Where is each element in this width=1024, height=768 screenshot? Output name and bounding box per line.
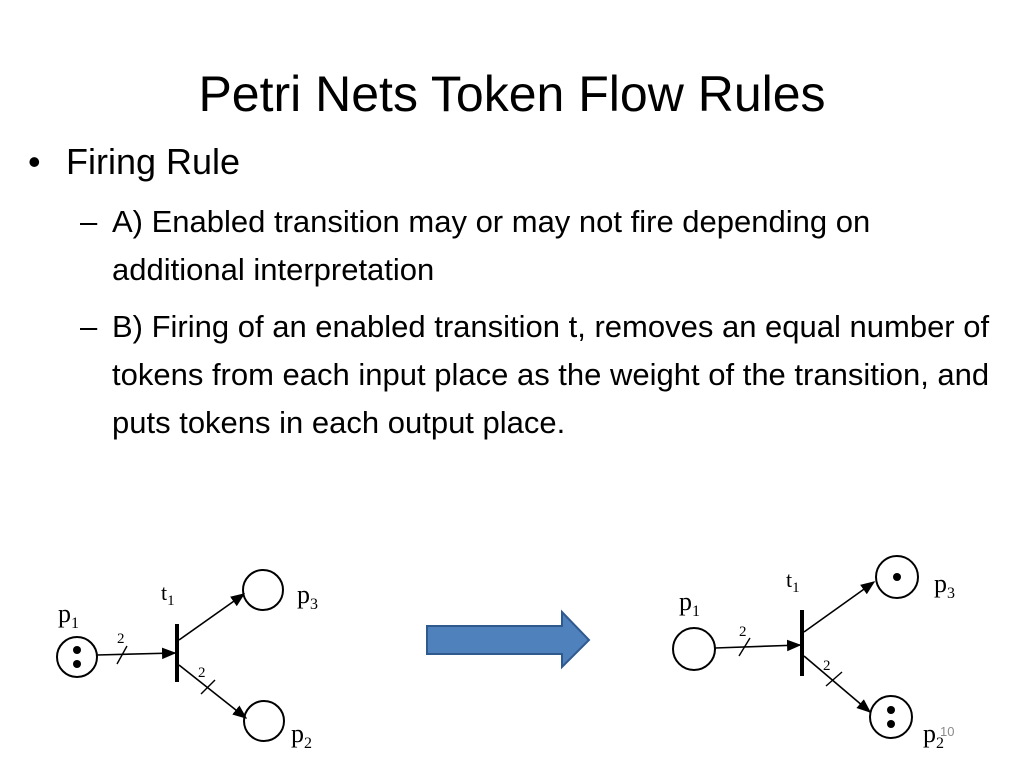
sub-item-b-text: B) Firing of an enabled transition t, re… — [112, 309, 990, 440]
sub-item-a: – A) Enabled transition may or may not f… — [80, 198, 1000, 294]
bullet-text: Firing Rule — [66, 141, 241, 182]
arc-weight-tick-p1-t1-before — [116, 645, 128, 665]
arc-weight-tick-p1-t1-after — [738, 637, 751, 657]
sub-item-b: – B) Firing of an enabled transition t, … — [80, 303, 1000, 447]
arc-weight-tick-t1-p2-after — [825, 671, 843, 687]
arc-p1-t1-after — [714, 639, 802, 652]
slide-title: Petri Nets Token Flow Rules — [198, 66, 826, 122]
label-t1-before: t1 — [161, 580, 175, 609]
arc-t1-p3-before — [178, 593, 246, 641]
arc-weight-p1-t1-before: 2 — [117, 631, 125, 647]
bullet-firing-rule: • Firing Rule — [28, 138, 240, 186]
label-p1-before: p1 — [58, 599, 79, 632]
token — [887, 720, 895, 728]
arc-weight-tick-t1-p2-before — [200, 679, 216, 695]
label-t1-after: t1 — [786, 567, 800, 596]
dash: – — [80, 204, 98, 239]
tokens-p1-before — [73, 646, 81, 668]
token — [73, 646, 81, 654]
petri-net-before: p1 p3 p2 t1 2 2 — [56, 569, 318, 752]
label-p2-before: p2 — [291, 719, 312, 752]
arc-weight-p1-t1-after: 2 — [739, 624, 747, 640]
page-number: 10 — [940, 724, 955, 739]
bullet-dot: • — [28, 141, 41, 182]
arc-p1-t1-before — [96, 647, 177, 660]
place-p1-before — [56, 636, 98, 678]
tokens-p3-after — [893, 573, 901, 581]
sub-item-a-text: A) Enabled transition may or may not fir… — [112, 204, 871, 287]
token — [73, 660, 81, 668]
transition-block-arrow — [426, 609, 591, 670]
label-p1-after: p1 — [679, 587, 700, 620]
tokens-p2-after — [887, 706, 895, 728]
place-p1-after — [672, 627, 716, 671]
place-p3-before — [242, 569, 284, 611]
arc-t1-p2-before — [178, 664, 248, 719]
label-p3-before: p3 — [297, 580, 318, 613]
token — [887, 706, 895, 714]
petri-net-after: p1 p3 p2 t1 2 2 — [672, 555, 955, 752]
dash: – — [80, 309, 98, 344]
place-p2-before — [243, 700, 285, 742]
arc-t1-p3-after — [803, 581, 876, 633]
place-p2-after — [869, 695, 913, 739]
arc-weight-t1-p2-before: 2 — [198, 665, 206, 681]
label-p3-after: p3 — [934, 569, 955, 602]
token — [893, 573, 901, 581]
arc-weight-t1-p2-after: 2 — [823, 658, 831, 674]
label-p2-after: p2 — [923, 719, 944, 752]
arc-t1-p2-after — [803, 655, 872, 713]
